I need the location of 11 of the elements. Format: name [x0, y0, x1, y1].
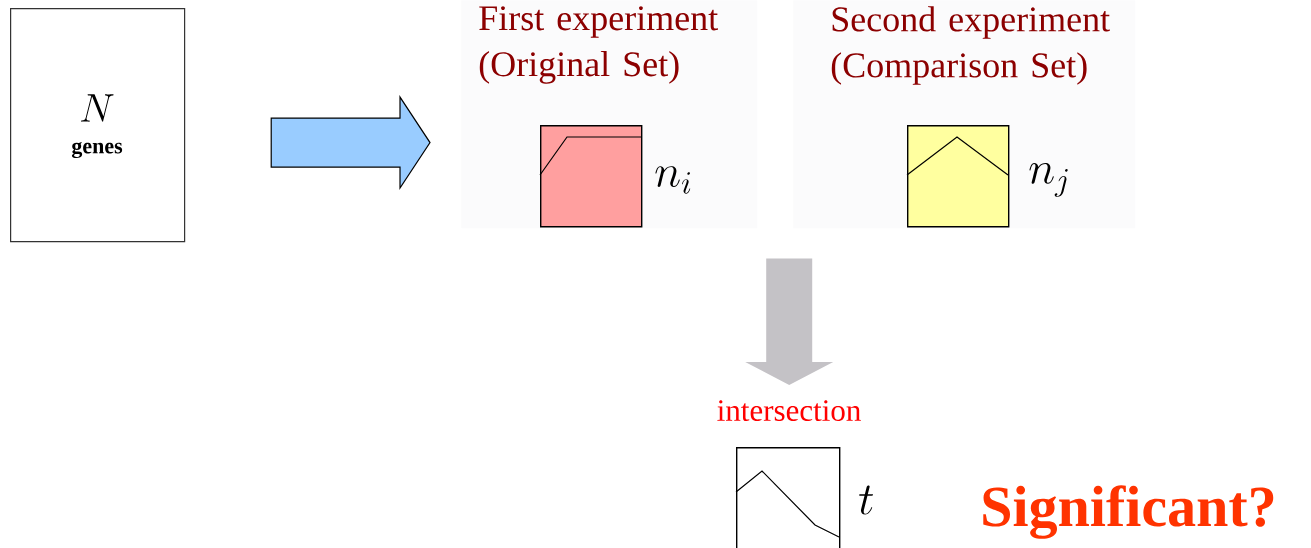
- heading-text: First experiment (Original Set): [479, 6, 718, 84]
- math-symbol: $t$: [859, 485, 873, 515]
- math-symbol: $n_i$: [655, 166, 691, 194]
- math-symbol: $N$: [81, 94, 114, 122]
- math-symbol: $n_j$: [1029, 163, 1068, 197]
- block-arrow: [745, 258, 834, 385]
- heading-text: intersection: [717, 400, 861, 421]
- question-text: Significant?: [983, 485, 1274, 539]
- heading-text: Second experiment (Comparison Set): [831, 6, 1110, 85]
- caption-text: genes: [71, 141, 123, 159]
- block-arrow: [270, 95, 431, 191]
